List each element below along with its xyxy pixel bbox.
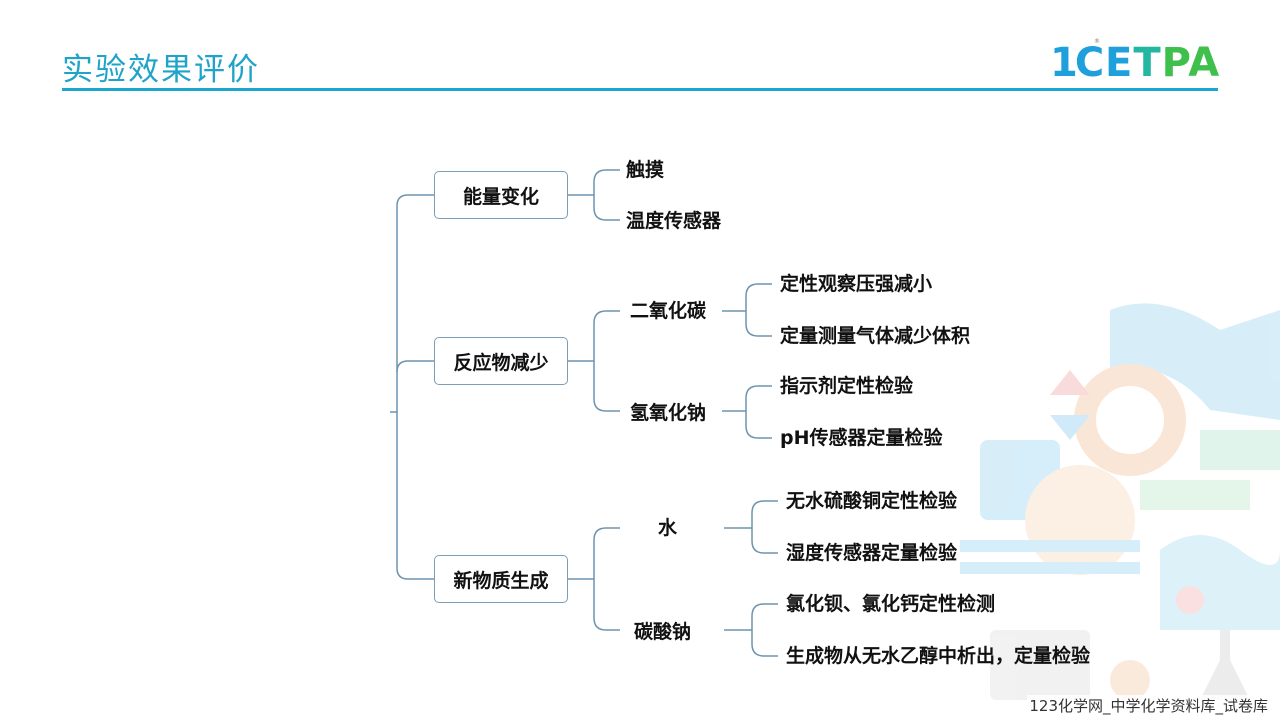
- watermark-text: 123化学网_中学化学资料库_试卷库: [1027, 695, 1270, 716]
- deco-triangle-red: [1050, 370, 1090, 395]
- logo-letter-t: T: [1133, 40, 1162, 86]
- connector-root-mid: [396, 360, 434, 373]
- logo-letter-e: E: [1105, 40, 1134, 86]
- connector-na2co3-fork: [751, 603, 778, 657]
- etpa-logo: 1C ® ETPA: [1050, 38, 1220, 86]
- title-underline: [62, 88, 1218, 91]
- logo-letters-pa: PA: [1161, 40, 1221, 86]
- decorative-background: [960, 303, 1280, 700]
- slide-title: 实验效果评价: [62, 52, 260, 88]
- deco-blue-stripe-1: [960, 540, 1140, 552]
- node-carbon-dioxide: 二氧化碳: [630, 300, 707, 322]
- branch-box-reactant-decrease: 反应物减少: [434, 337, 568, 385]
- connector-co2-fork: [745, 283, 772, 337]
- leaf-indicator-qualitative: 指示剂定性检验: [780, 375, 914, 397]
- connector-naoh-fork: [745, 385, 772, 439]
- node-sodium-carbonate: 碳酸钠: [634, 621, 692, 643]
- deco-gray-block: [990, 630, 1090, 700]
- leaf-gas-volume-quantitative: 定量测量气体减少体积: [780, 325, 971, 347]
- node-sodium-hydroxide: 氢氧化钠: [630, 402, 707, 424]
- node-water: 水: [658, 517, 678, 539]
- deco-blue-arc: [1110, 303, 1280, 420]
- deco-orange-dot: [1110, 660, 1150, 700]
- logo-word: ETPA: [1105, 40, 1220, 86]
- branch-box-energy-change: 能量变化: [434, 171, 568, 219]
- leaf-ethanol-precipitation: 生成物从无水乙醇中析出，定量检验: [786, 645, 1091, 667]
- branch-box-new-substance: 新物质生成: [434, 555, 568, 603]
- connector-b3-fork: [593, 527, 620, 631]
- deco-orange-ring: [1074, 364, 1186, 476]
- deco-triangle-blue: [1050, 415, 1090, 440]
- leaf-copper-sulfate-qualitative: 无水硫酸铜定性检验: [786, 490, 958, 512]
- connector-water-fork: [751, 500, 778, 554]
- deco-teal-bar: [1200, 430, 1280, 470]
- connector-root-trunk: [396, 194, 434, 580]
- deco-green-bar: [1140, 480, 1250, 510]
- deco-pink-dot: [1176, 586, 1204, 614]
- leaf-ph-sensor-quantitative: pH传感器定量检验: [780, 427, 943, 449]
- connector-b1-fork: [593, 169, 620, 221]
- deco-blue-block: [980, 440, 1060, 520]
- deco-peach-circle: [1025, 465, 1135, 575]
- leaf-touch: 触摸: [626, 159, 665, 181]
- logo-prefix: 1C: [1050, 40, 1104, 86]
- deco-wave: [1160, 535, 1280, 630]
- leaf-pressure-qualitative: 定性观察压强减小: [780, 273, 933, 295]
- logo-trademark: ®: [1094, 38, 1100, 45]
- deco-blue-stripe-2: [960, 562, 1140, 574]
- leaf-temperature-sensor: 温度传感器: [626, 210, 722, 232]
- connector-b2-fork: [593, 310, 620, 412]
- deco-flask: [1200, 630, 1250, 700]
- leaf-humidity-sensor-quantitative: 湿度传感器定量检验: [786, 542, 958, 564]
- leaf-barium-calcium-chloride: 氯化钡、氯化钙定性检测: [786, 593, 996, 615]
